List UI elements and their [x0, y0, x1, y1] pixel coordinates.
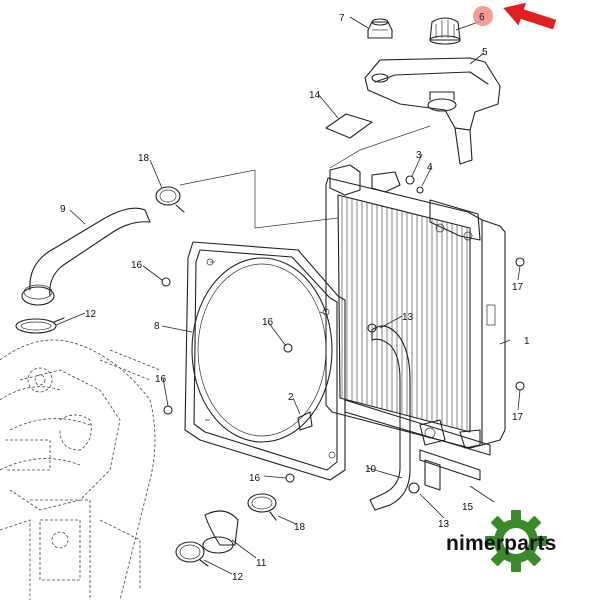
radiator — [325, 164, 506, 491]
label-16a: 16 — [131, 260, 143, 271]
bracket-2 — [297, 411, 313, 431]
logo-gear-icon — [485, 510, 547, 572]
highlight-arrow — [503, 2, 557, 30]
label-14: 14 — [309, 90, 321, 101]
label-16c: 16 — [155, 374, 167, 385]
label-7: 7 — [339, 13, 345, 24]
pad-14 — [325, 113, 373, 139]
label-12b: 12 — [232, 572, 244, 583]
lower-hose — [202, 325, 411, 554]
label-17a: 17 — [512, 282, 524, 293]
label-8: 8 — [154, 321, 160, 332]
label-13a: 13 — [402, 312, 414, 323]
brand-logo-text: nimerparts — [446, 532, 557, 555]
clamp-18-upper — [155, 186, 185, 213]
clamp-12-upper — [15, 317, 65, 334]
label-2: 2 — [288, 392, 294, 403]
label-15: 15 — [462, 502, 474, 513]
label-6: 6 — [479, 12, 485, 23]
label-18b: 18 — [294, 522, 306, 533]
engine-block — [0, 339, 161, 600]
clamp-18-lower — [247, 493, 277, 521]
label-11: 11 — [256, 558, 267, 569]
label-16b: 16 — [262, 317, 274, 328]
label-9: 9 — [60, 204, 66, 215]
cap-6 — [429, 17, 461, 45]
expansion-tank — [364, 57, 501, 165]
fan-shroud — [184, 241, 346, 481]
label-17b: 17 — [512, 412, 524, 423]
leader-lines — [55, 16, 521, 575]
cap-7 — [367, 18, 393, 39]
part-labels: 6 7 5 14 18 9 16 12 8 16 16 2 16 3 4 17 … — [60, 6, 530, 583]
fittings-3-4 — [405, 175, 424, 194]
label-16d: 16 — [249, 473, 261, 484]
label-10: 10 — [365, 464, 377, 475]
label-13b: 13 — [438, 519, 450, 530]
label-12a: 12 — [85, 309, 97, 320]
label-3: 3 — [416, 150, 422, 161]
label-18a: 18 — [138, 153, 150, 164]
label-1: 1 — [524, 336, 530, 347]
label-5: 5 — [482, 47, 488, 58]
clamp-12-lower — [175, 541, 209, 567]
upper-hose — [21, 207, 151, 306]
highlight-marker-6 — [473, 6, 493, 26]
label-4: 4 — [427, 162, 433, 173]
